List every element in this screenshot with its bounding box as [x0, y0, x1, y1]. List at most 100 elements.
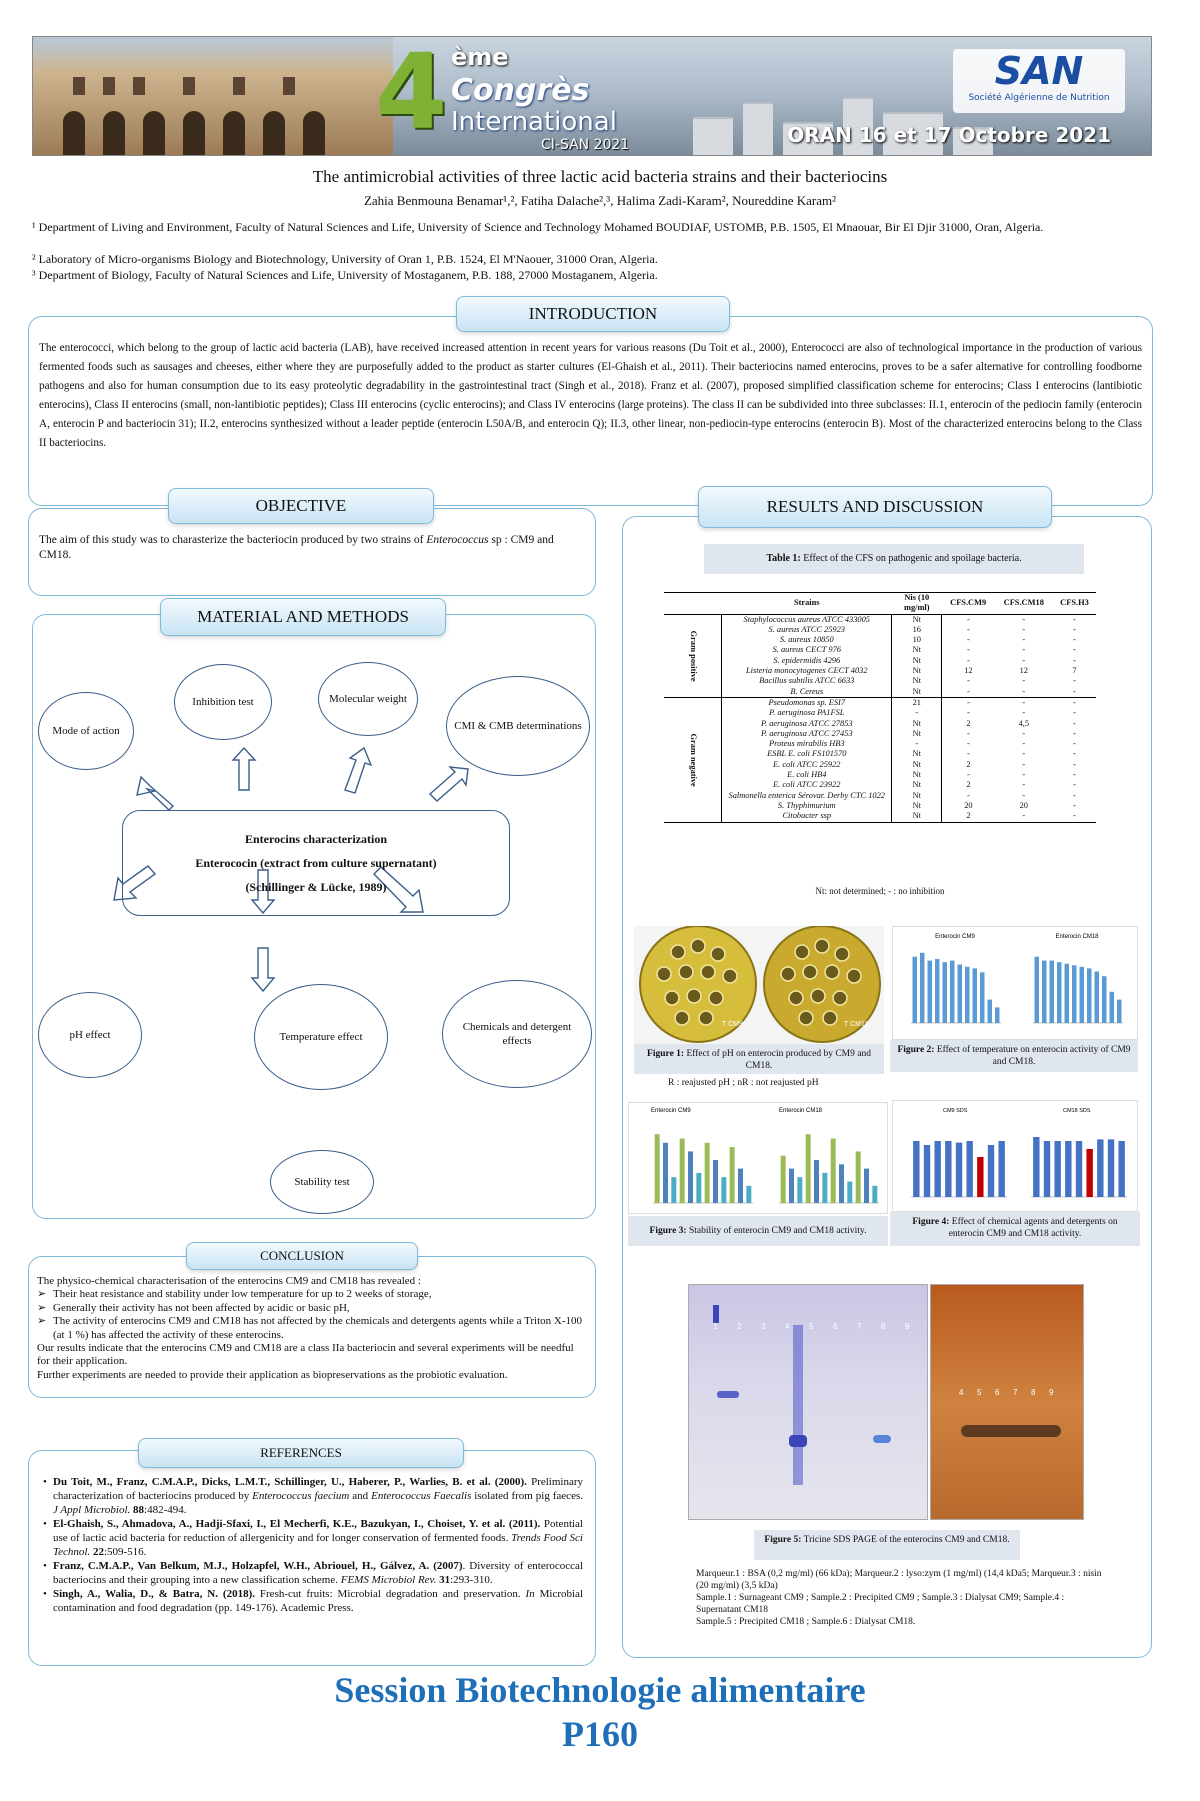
table1-cell-strain: S. aureus CECT 976: [721, 645, 893, 656]
table1-cell-value: 20: [964, 800, 973, 810]
objective-text: The aim of this study was to charasteriz…: [39, 533, 587, 563]
banner-building: [953, 127, 993, 155]
table1-cell-value: -: [967, 686, 970, 696]
table1-cell-value: -: [1073, 614, 1076, 624]
table1-cell-strain: S. aureus 10850: [721, 635, 893, 646]
reference-title: . Diversity of enterococcal bacteriocins…: [53, 1560, 583, 1586]
table1-cell-value: -: [1022, 645, 1026, 655]
banner-building: [843, 97, 873, 155]
banner-window: [233, 77, 245, 95]
plate-well: [690, 938, 706, 954]
conclusion-bullet: ➢The activity of enterocins CM9 and CM18…: [37, 1315, 589, 1342]
thumb-bar: [688, 1151, 693, 1203]
fig4a-legend: CM9 SDS: [943, 1108, 968, 1114]
plate-well: [824, 964, 840, 980]
conclusion-bullet: ➢Generally their activity has not been a…: [37, 1301, 350, 1314]
reference-item: •Du Toit, M., Franz, C.M.A.P., Dicks, L.…: [43, 1476, 584, 1516]
table1-cell-value: -: [967, 635, 970, 645]
reference-authors: El-Ghaish, S., Ahmadova, A., Hadji-Sfaxi…: [53, 1518, 541, 1530]
thumb-bar: [847, 1181, 853, 1203]
figure4-caption-text: Effect of chemical agents and detergents…: [948, 1217, 1118, 1239]
introduction-heading: INTRODUCTION: [456, 296, 730, 332]
session-name: Session Biotechnologie alimentaire: [334, 1670, 866, 1710]
gel-smear: [793, 1325, 803, 1485]
thumb-bar: [872, 1185, 878, 1203]
table1-cell-strain: Listeria monocytogenes CECT 4032: [721, 666, 893, 677]
thumb-bar: [746, 1185, 752, 1203]
thumb-bar: [1117, 999, 1122, 1023]
molecular-weight-node: Molecular weight: [318, 662, 418, 736]
plate-well: [656, 966, 672, 982]
table1-caption-label: Table 1:: [766, 553, 801, 564]
table1-cell-value: Nt: [891, 800, 943, 812]
table1-cell-value: -: [1073, 759, 1076, 769]
poster-number: P160: [562, 1714, 638, 1754]
gel-lane-label: 2: [737, 1322, 742, 1331]
banner-arch: [103, 111, 125, 155]
banner-arch: [143, 111, 165, 155]
reference-authors: Franz, C.M.A.P., Van Belkum, M.J., Holza…: [53, 1560, 463, 1572]
table1-cell-value: -: [1073, 718, 1076, 728]
plate-well: [798, 1010, 814, 1026]
gel-legend-samples-2: Sample.5 : Precipited CM18 ; Sample.6 : …: [696, 1617, 916, 1627]
table1-cell-value: 7: [1072, 666, 1077, 676]
table1-cell-value: -: [967, 708, 970, 718]
table1-cell-value: -: [967, 655, 970, 665]
banner-window: [283, 77, 295, 95]
plate-well: [810, 988, 826, 1004]
table1: Strains Nis (10 mg/ml) CFS.CM9 CFS.CM18 …: [664, 592, 1096, 823]
reference-volume: 22: [90, 1546, 104, 1558]
center-line-3: (Schillinger & Lücke, 1989): [245, 880, 387, 894]
thumb-bar: [980, 972, 985, 1023]
figure1-caption-label: Figure 1:: [647, 1049, 685, 1059]
table1-cell-value: -: [1022, 655, 1026, 665]
table1-cell-value: -: [891, 739, 943, 750]
gel-lane-label: 6: [995, 1388, 1000, 1397]
table1-cell-strain: S. epidermidis 4296: [721, 655, 893, 667]
reference-text: Franz, C.M.A.P., Van Belkum, M.J., Holza…: [53, 1559, 583, 1587]
table1-cell-value: -: [1073, 635, 1076, 645]
plate-well: [832, 990, 848, 1006]
figure4-caption: Figure 4: Effect of chemical agents and …: [890, 1212, 1140, 1246]
table1-cell-value: 2: [966, 759, 971, 769]
table1-group-text: Gram negative: [688, 733, 698, 787]
san-logo: SAN Société Algérienne de Nutrition: [953, 49, 1125, 113]
arrow-stab: [250, 947, 276, 993]
gel-marker: [713, 1305, 719, 1323]
figure4-charts: CM9 SDS CM18 SDS: [892, 1100, 1138, 1212]
plate-well: [788, 990, 804, 1006]
center-line-2: Enterococin (extract from culture supern…: [195, 856, 437, 870]
table1-cell-strain: E. coli HB4: [721, 770, 893, 781]
table1-group-label: Gram negative: [664, 697, 723, 823]
table1-cell-value: 16: [891, 624, 943, 636]
introduction-section: The enterococci, which belong to the gro…: [28, 316, 1153, 506]
gel-lane-label: 3: [761, 1322, 766, 1331]
thumb-bar: [729, 1147, 735, 1203]
thumb-bar: [830, 1138, 836, 1203]
thumb-bar: [814, 1160, 819, 1203]
gel-band: [789, 1435, 807, 1447]
gel-legend-markers: Marqueur.1 : BSA (0,2 mg/ml) (66 kDa); M…: [696, 1569, 1102, 1591]
cmi-cmb-node: CMI & CMB determinations: [446, 676, 590, 776]
affiliation-1: ¹ Department of Living and Environment, …: [32, 220, 1044, 234]
fig2b-title: Enterocin CM18: [1055, 934, 1099, 940]
table1-cell-value: Nt: [891, 614, 943, 625]
conclusion-heading: CONCLUSION: [186, 1242, 418, 1270]
figure3-charts: Enterocin CM9 Enterocin CM18: [628, 1102, 888, 1214]
table1-header-strains: Strains: [721, 592, 892, 615]
thumb-bar: [713, 1160, 718, 1203]
figure4-caption-label: Figure 4:: [912, 1217, 950, 1227]
arrow-temp: [250, 869, 276, 915]
thumb-bar: [704, 1142, 710, 1203]
figure2-caption-text: Effect of temperature on enterocin activ…: [934, 1045, 1131, 1067]
table1-cell-value: -: [1073, 790, 1076, 800]
table1-cell-strain: P. aeruginosa ATCC 27853: [721, 718, 893, 729]
plate-well: [698, 1010, 714, 1026]
banner-arch: [223, 111, 245, 155]
figure3-caption: Figure 3: Stability of enterocin CM9 and…: [628, 1216, 888, 1246]
plate-well: [802, 964, 818, 980]
banner-building: [693, 117, 733, 155]
